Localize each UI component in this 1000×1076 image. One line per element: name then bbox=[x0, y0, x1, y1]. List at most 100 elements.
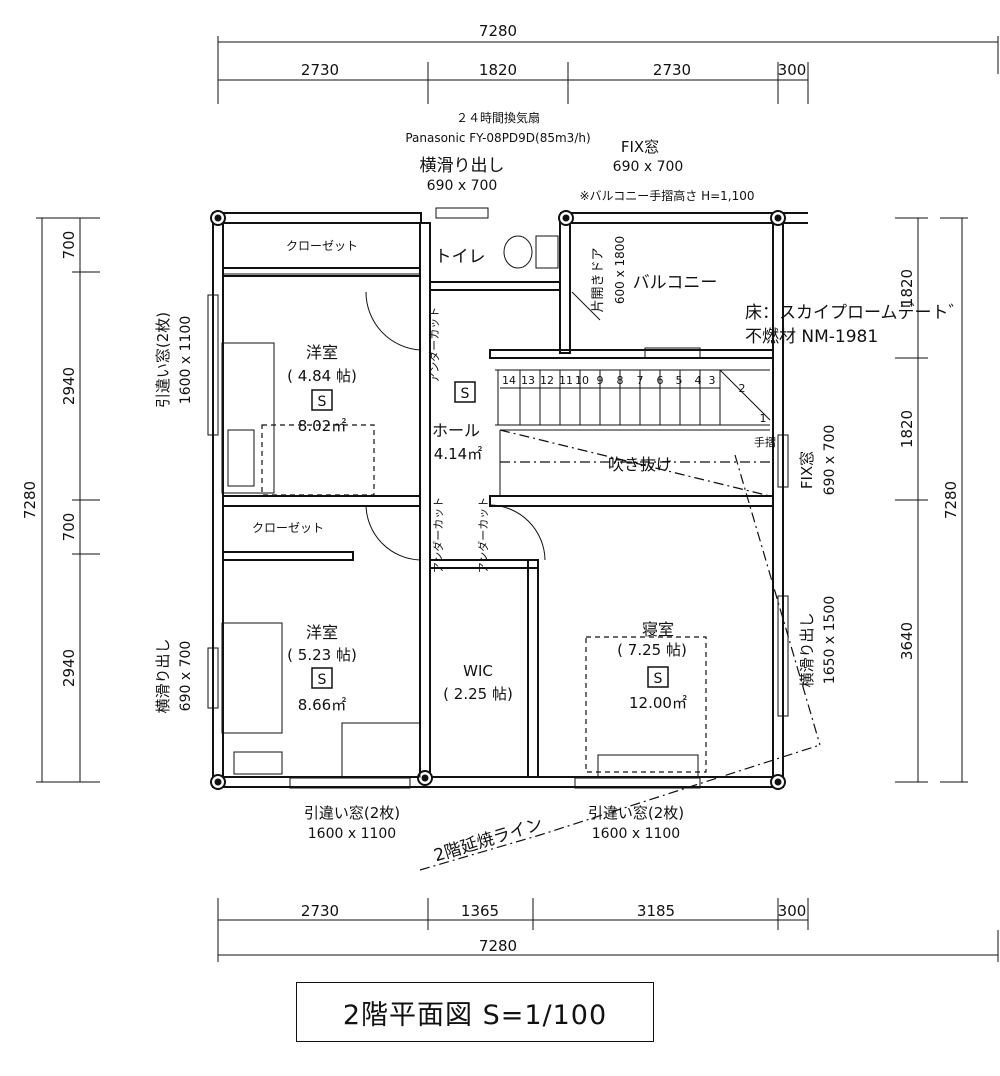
hall-s-mark bbox=[454, 381, 476, 403]
right-dim-seg-2: 1820 bbox=[898, 410, 916, 448]
top-dim-seg-4: 300 bbox=[778, 61, 807, 79]
windows bbox=[207, 207, 789, 789]
stair-number: 11 bbox=[559, 374, 573, 387]
bottom-dim-seg-3: 3185 bbox=[637, 902, 675, 920]
undercut-2: アンダーカット bbox=[431, 497, 445, 574]
window-left-bottom-label: 横滑り出し bbox=[154, 638, 172, 713]
columns bbox=[210, 210, 786, 790]
window-left-top-size: 1600 x 1100 bbox=[178, 316, 194, 404]
left-total-dimension: 7280 bbox=[21, 481, 39, 519]
right-dim-seg-1: 1820 bbox=[898, 269, 916, 307]
top-dimensions: 7280 2730 1820 2730 300 bbox=[217, 22, 999, 104]
west-room-1-area: 8.02㎡ bbox=[298, 417, 346, 435]
floor-material-2: 不燃材 NM-1981 bbox=[745, 327, 878, 347]
top-dim-seg-1: 2730 bbox=[301, 61, 339, 79]
bottom-total-dimension: 7280 bbox=[479, 937, 517, 955]
stair-number: 5 bbox=[676, 374, 683, 387]
stair-number: 3 bbox=[709, 374, 716, 387]
top-total-dimension: 7280 bbox=[479, 22, 517, 40]
west-room-2-s-letter: S bbox=[318, 672, 327, 688]
slide-window-top-size: 690 x 700 bbox=[427, 178, 498, 194]
west-room-2-tatami: ( 5.23 帖) bbox=[287, 646, 357, 664]
west-room-1-s-mark bbox=[311, 389, 333, 411]
toilet-fixture bbox=[503, 235, 559, 269]
right-dimensions: 1820 1820 3640 7280 bbox=[895, 217, 968, 783]
fire-spread-line bbox=[419, 429, 821, 871]
hall-s-letter: S bbox=[461, 386, 470, 402]
left-dim-seg-2: 2940 bbox=[60, 367, 78, 405]
window-bottom-right-label: 引違い窓(2枚) bbox=[588, 804, 684, 822]
window-bottom-left-label: 引違い窓(2枚) bbox=[304, 804, 400, 822]
stair-number: 10 bbox=[575, 374, 589, 387]
stair-number: 1 bbox=[760, 412, 767, 425]
west-room-2-name: 洋室 bbox=[306, 623, 338, 642]
top-dim-seg-3: 2730 bbox=[653, 61, 691, 79]
west-room-2-area: 8.66㎡ bbox=[298, 696, 346, 714]
toilet-label: トイレ bbox=[435, 247, 486, 267]
fan-title: ２４時間換気扇 bbox=[456, 110, 540, 125]
window-left-top-label: 引違い窓(2枚) bbox=[154, 312, 172, 408]
right-dim-seg-3: 3640 bbox=[898, 622, 916, 660]
bedroom-name: 寝室 bbox=[642, 620, 674, 639]
bedroom-s-mark bbox=[647, 666, 669, 688]
fan-model: Panasonic FY-08PD9D(85m3/h) bbox=[405, 131, 590, 145]
bottom-dim-seg-1: 2730 bbox=[301, 902, 339, 920]
bottom-dim-seg-4: 300 bbox=[778, 902, 807, 920]
stair-number: 13 bbox=[521, 374, 535, 387]
hall-name: ホール bbox=[432, 421, 480, 440]
fire-line-label: 2階延焼ライン bbox=[432, 814, 546, 866]
bedroom-s-letter: S bbox=[654, 671, 663, 687]
undercut-3: アンダーカット bbox=[476, 497, 490, 574]
undercut-1: アンダーカット bbox=[427, 307, 441, 384]
left-dim-seg-4: 2940 bbox=[60, 649, 78, 687]
west-room-1-tatami: ( 4.84 帖) bbox=[287, 367, 357, 385]
plan-title: 2階平面図 S=1/100 bbox=[296, 982, 654, 1042]
stair-number: 12 bbox=[540, 374, 554, 387]
left-dim-seg-3: 700 bbox=[60, 513, 78, 542]
stair-number: 6 bbox=[657, 374, 664, 387]
bottom-dim-seg-2: 1365 bbox=[461, 902, 499, 920]
balcony-rail-note: ※バルコニー手摺高さ H=1,100 bbox=[579, 188, 754, 203]
fix-window-top-label: FIX窓 bbox=[621, 138, 659, 156]
stair-number: 14 bbox=[502, 374, 516, 387]
right-total-dimension: 7280 bbox=[942, 481, 960, 519]
stair-number: 8 bbox=[617, 374, 624, 387]
bottom-dimensions: 2730 1365 3185 300 7280 bbox=[217, 898, 999, 962]
closet-2-label: クローゼット bbox=[252, 521, 324, 535]
west-room-1-name: 洋室 bbox=[306, 343, 338, 362]
stair-number: 2 bbox=[739, 382, 746, 395]
stair-number: 4 bbox=[695, 374, 702, 387]
bedroom-tatami: ( 7.25 帖) bbox=[617, 641, 687, 659]
handrail-label: 手摺 bbox=[754, 435, 776, 449]
window-left-bottom-size: 690 x 700 bbox=[178, 641, 194, 712]
hall-area: 4.14㎡ bbox=[434, 445, 482, 463]
furniture-outlines bbox=[221, 342, 707, 778]
stair-number: 7 bbox=[637, 374, 644, 387]
top-dim-seg-2: 1820 bbox=[479, 61, 517, 79]
window-bottom-right-size: 1600 x 1100 bbox=[592, 826, 680, 842]
fix-window-top-size: 690 x 700 bbox=[613, 159, 684, 175]
window-right-slide-size: 1650 x 1500 bbox=[822, 596, 838, 684]
closet-1-label: クローゼット bbox=[286, 239, 358, 253]
wic-tatami: ( 2.25 帖) bbox=[443, 685, 513, 703]
west-room-1-s-letter: S bbox=[318, 394, 327, 410]
door-swings bbox=[365, 291, 601, 561]
floor-material-1: 床：スカイプロームデート゛ bbox=[745, 302, 966, 323]
slide-window-top-label: 横滑り出し bbox=[420, 156, 505, 176]
window-bottom-left-size: 1600 x 1100 bbox=[308, 826, 396, 842]
stair-number: 9 bbox=[597, 374, 604, 387]
left-dimensions: 7280 700 2940 700 2940 bbox=[21, 217, 100, 783]
bedroom-area: 12.00㎡ bbox=[629, 694, 687, 712]
west-room-2-s-mark bbox=[311, 667, 333, 689]
void-label: 吹き抜け bbox=[608, 455, 672, 474]
left-dim-seg-1: 700 bbox=[60, 231, 78, 260]
window-right-slide-label: 横滑り出し bbox=[798, 612, 816, 687]
stair-numbers: 14 13 12 11 10 9 8 7 6 5 4 3 2 1 bbox=[502, 374, 767, 425]
balcony-door-size: 600 x 1800 bbox=[613, 236, 627, 304]
wic-name: WIC bbox=[463, 662, 493, 680]
window-right-fix-label: FIX窓 bbox=[798, 451, 816, 489]
window-right-fix-size: 690 x 700 bbox=[822, 425, 838, 496]
balcony-door-label: 片開きドア bbox=[591, 247, 606, 312]
balcony-label: バルコニー bbox=[633, 273, 718, 293]
